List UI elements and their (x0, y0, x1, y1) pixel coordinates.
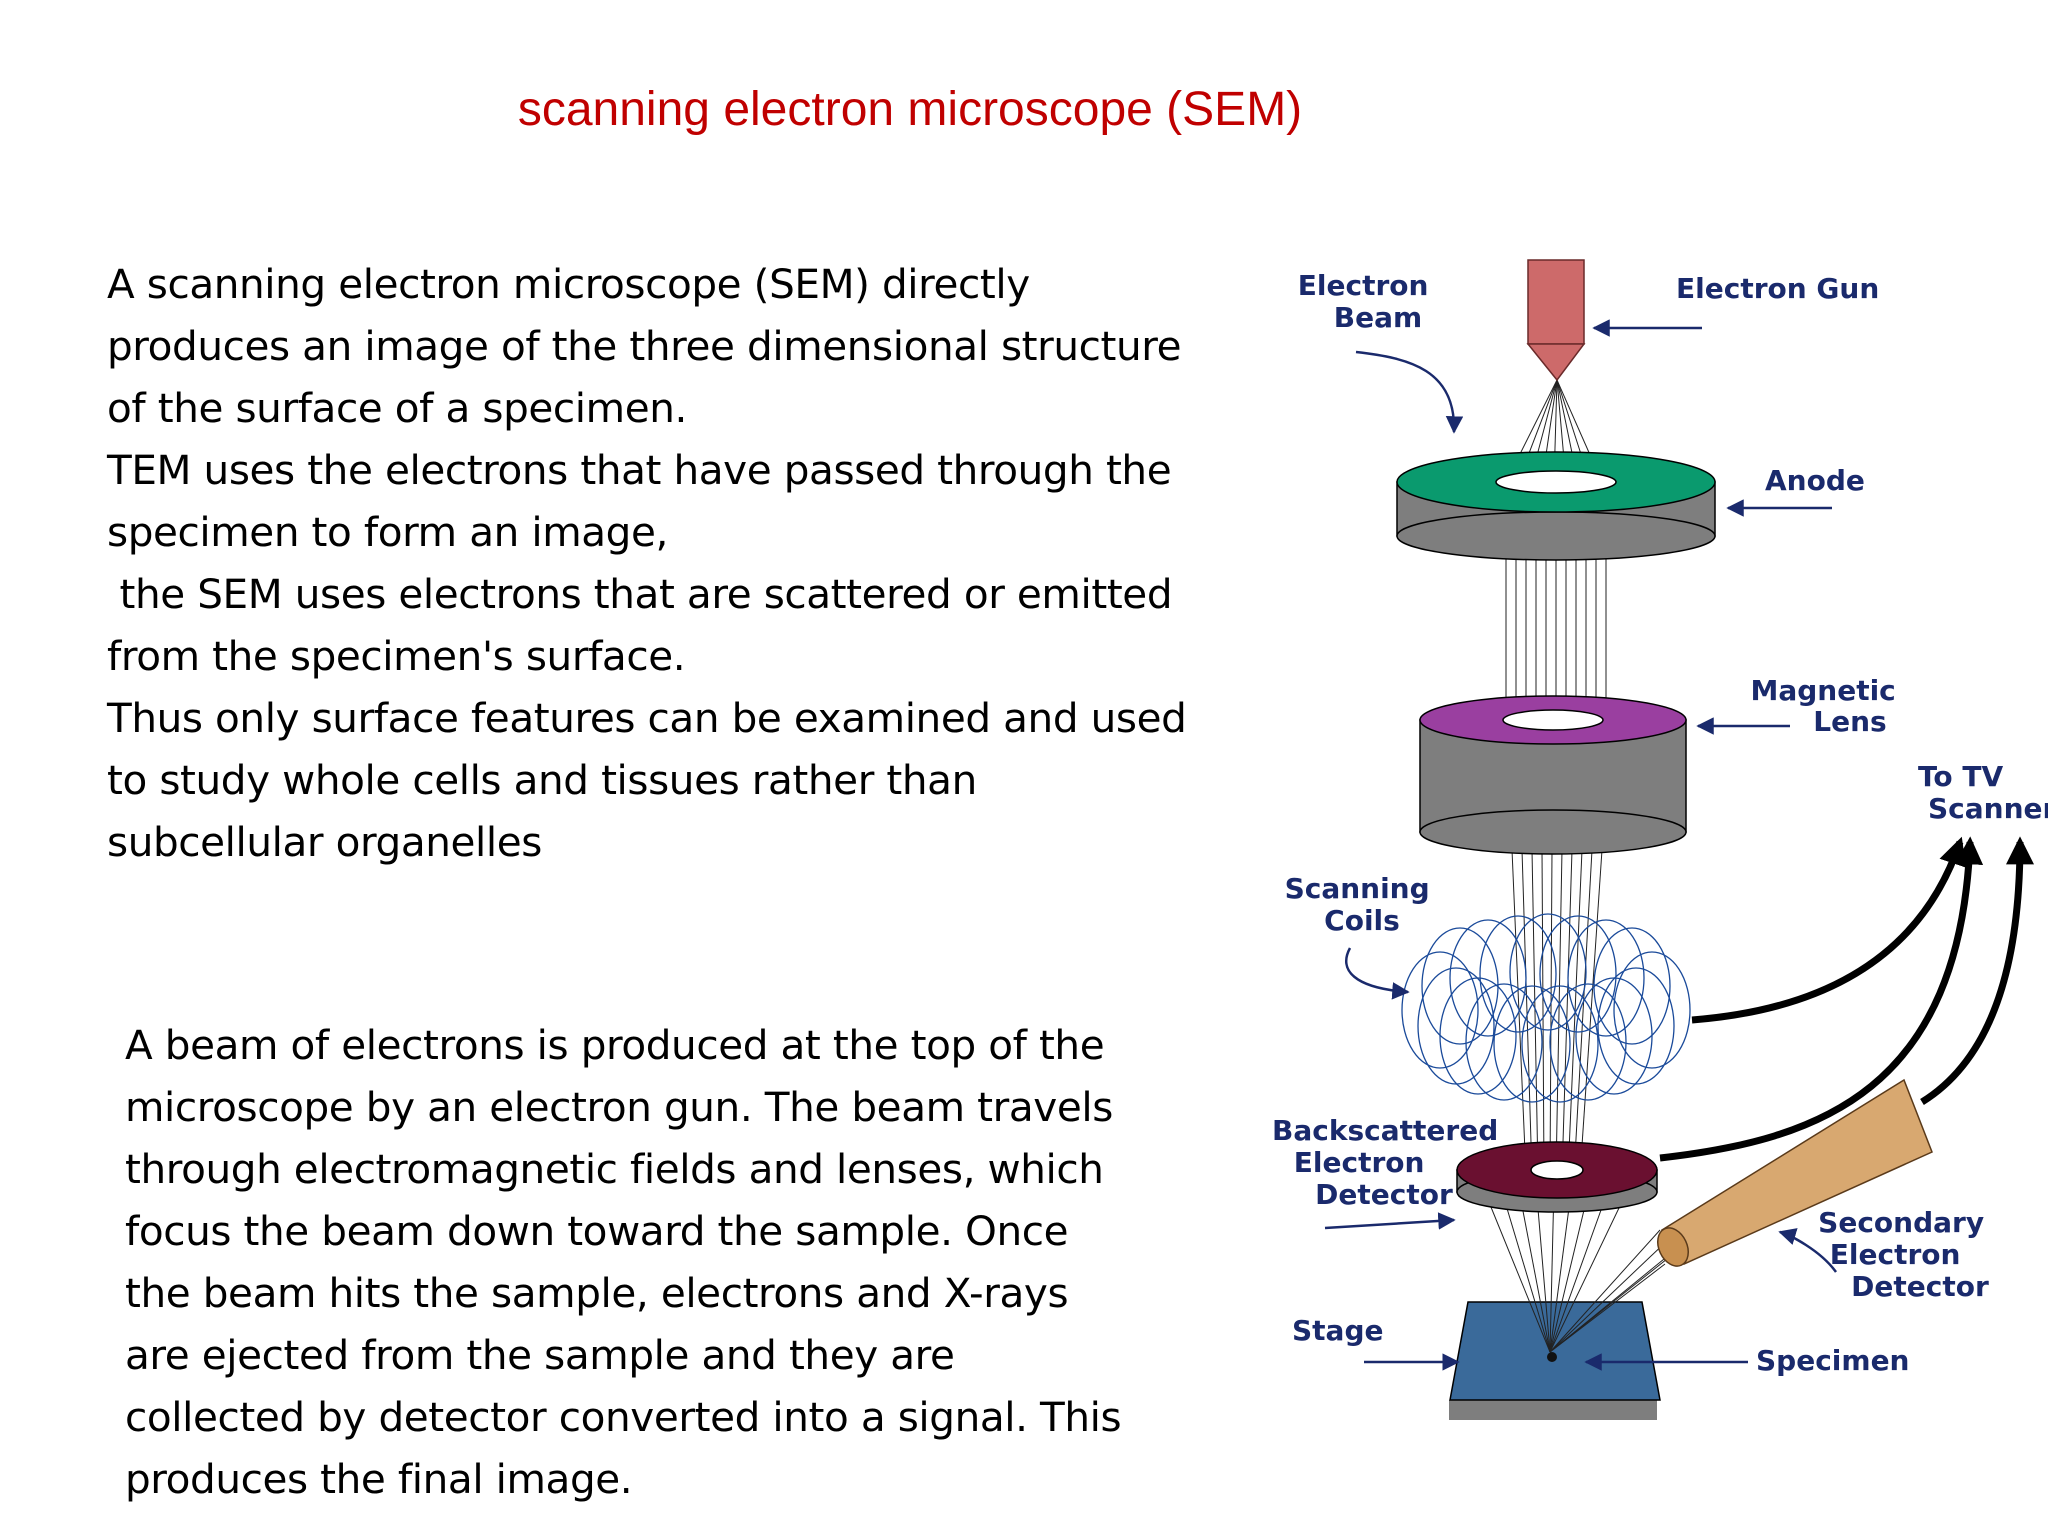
pointer-scanning-coils (1345, 947, 1410, 1000)
stage-base (1449, 1400, 1657, 1420)
text-line: the beam hits the sample, electrons and … (125, 1269, 1069, 1317)
electron-gun (1526, 259, 1586, 382)
text-line: subcellular organelles (107, 818, 542, 866)
sem-diagram: Electron Beam Electron Gun Anode Magneti… (1272, 259, 2048, 1420)
signal-arrow-sed (1920, 836, 2034, 1105)
text-line: to study whole cells and tissues rather … (107, 756, 977, 804)
signal-arrow-coils (1691, 836, 1967, 1024)
label-to-tv-scanner: To TV Scanner (1918, 760, 2048, 825)
text-line: produces the final image. (125, 1455, 633, 1503)
text-line: microscope by an electron gun. The beam … (125, 1083, 1113, 1131)
slide-title: scanning electron microscope (SEM) (517, 83, 1303, 136)
sed-face (1657, 1227, 1689, 1267)
label-stage: Stage (1292, 1314, 1383, 1347)
text-line: are ejected from the sample and they are (125, 1331, 955, 1379)
text-line: collected by detector converted into a s… (125, 1393, 1122, 1441)
label-electron-beam: Electron Beam (1298, 269, 1438, 334)
lens-aperture (1502, 709, 1604, 731)
text-line: Thus only surface features can be examin… (107, 694, 1187, 742)
specimen-mark (1547, 1352, 1557, 1362)
process-paragraph: A beam of electrons is produced at the t… (125, 1014, 1122, 1510)
label-anode: Anode (1765, 464, 1865, 497)
text-line: focus the beam down toward the sample. O… (125, 1207, 1069, 1255)
text-line: A beam of electrons is produced at the t… (125, 1021, 1105, 1069)
label-specimen: Specimen (1756, 1344, 1910, 1377)
pointer-bse (1324, 1212, 1456, 1230)
scanning-coils (1401, 913, 1691, 1103)
text-line: TEM uses the electrons that have passed … (107, 446, 1172, 494)
signal-arrow-bse (1659, 836, 1984, 1162)
label-magnetic-lens: Magnetic Lens (1750, 674, 1905, 738)
diagram-labels: Electron Beam Electron Gun Anode Magneti… (1272, 269, 2048, 1377)
label-scanning-coils: Scanning Coils (1285, 872, 1440, 937)
text-line: of the surface of a specimen. (107, 384, 687, 432)
secondary-detector (1657, 1078, 1933, 1267)
label-secondary-detector: Secondary Electron Detector (1818, 1206, 1994, 1303)
bse-aperture (1530, 1160, 1584, 1180)
backscattered-detector (1456, 1141, 1658, 1213)
pointer-sed (1778, 1228, 1838, 1273)
text-line: produces an image of the three dimension… (107, 322, 1182, 370)
signal-arrows (1659, 836, 2034, 1162)
magnetic-lens (1419, 695, 1687, 855)
label-electron-gun: Electron Gun (1676, 272, 1879, 305)
intro-paragraph: A scanning electron microscope (SEM) dir… (107, 253, 1187, 873)
text-line: from the specimen's surface. (107, 632, 686, 680)
label-pointers (1324, 319, 1838, 1371)
anode-bottom (1396, 511, 1716, 561)
text-line: the SEM uses electrons that are scattere… (107, 570, 1173, 618)
text-line: A scanning electron microscope (SEM) dir… (107, 260, 1030, 308)
anode-aperture (1495, 470, 1617, 494)
gun-body (1527, 259, 1585, 345)
text-line: specimen to form an image, (107, 508, 668, 556)
text-line: through electromagnetic fields and lense… (125, 1145, 1104, 1193)
gun-tip (1526, 343, 1586, 382)
anode (1396, 451, 1716, 561)
lens-bottom (1419, 809, 1687, 855)
label-backscattered-detector: Backscattered Electron Detector (1272, 1114, 1508, 1211)
pointer-electron-beam (1355, 350, 1464, 434)
stage (1449, 1301, 1661, 1420)
